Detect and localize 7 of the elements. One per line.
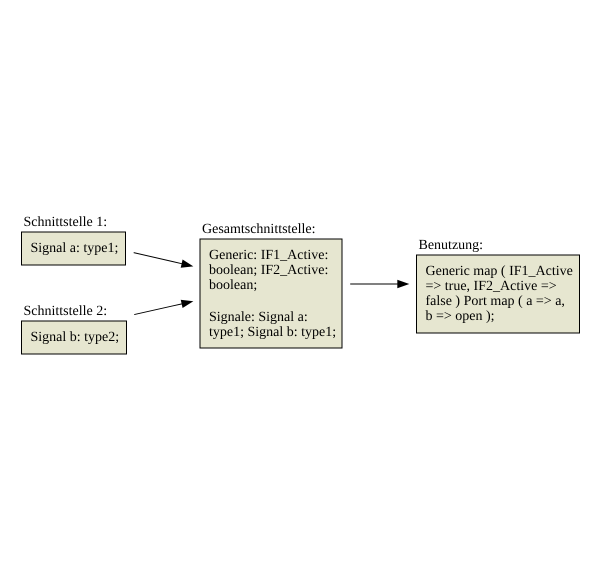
arrow [350, 280, 410, 288]
node-label: Schnittstelle 2: [24, 304, 108, 320]
arrow [133, 252, 194, 268]
node-label: Gesamtschnittstelle: [202, 222, 316, 238]
node-label: Schnittstelle 1: [24, 215, 108, 230]
node-label: Benutzung: [418, 238, 484, 254]
arrow [134, 300, 194, 316]
